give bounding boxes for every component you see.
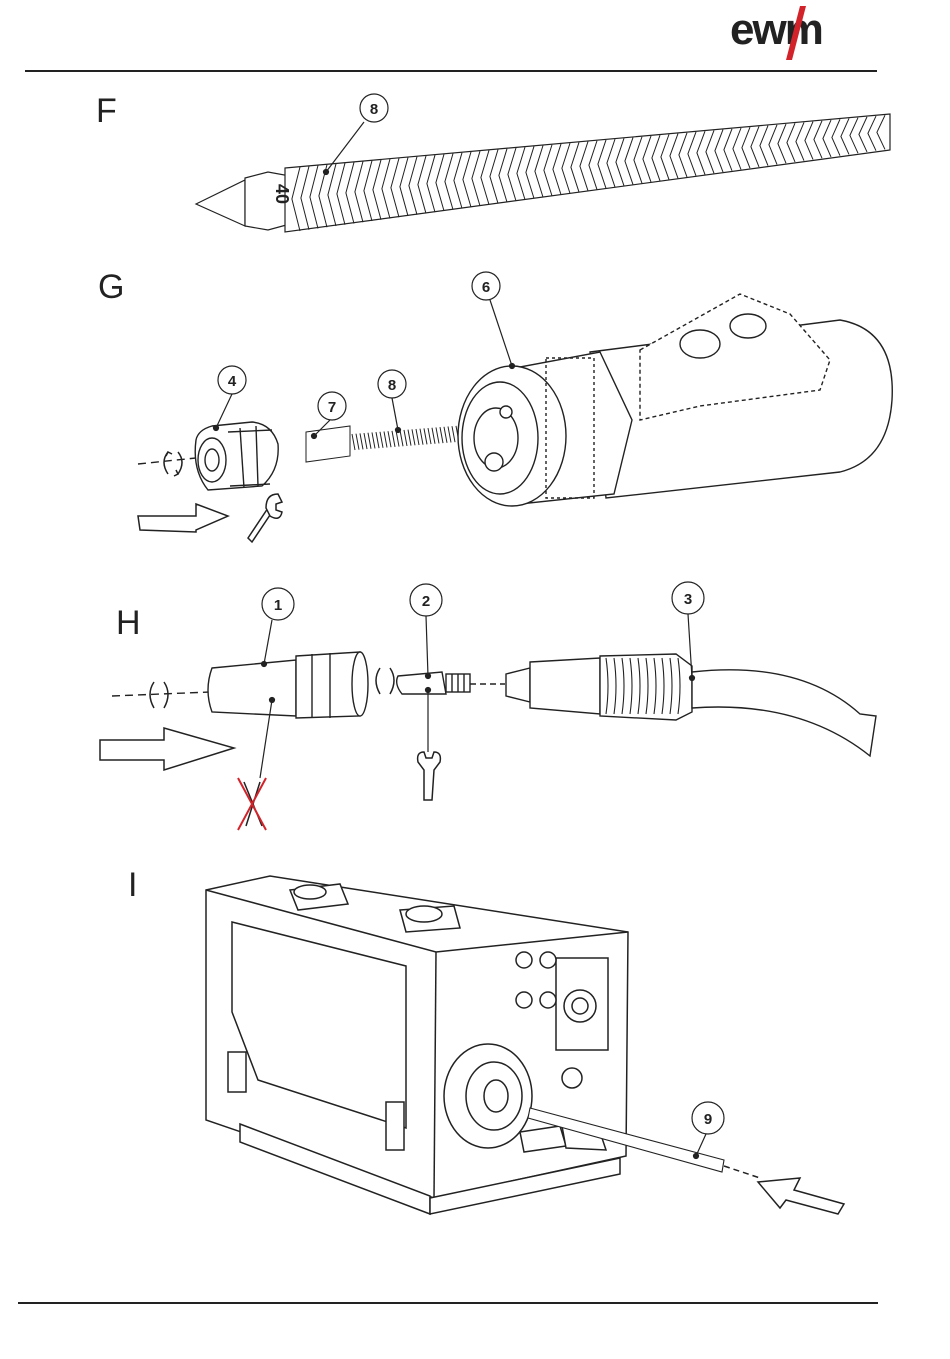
coil-stroke	[380, 432, 383, 448]
svg-text:2: 2	[422, 593, 430, 610]
latch-left	[228, 1052, 246, 1092]
coil-stroke	[420, 429, 423, 445]
coil-stroke	[448, 427, 451, 443]
coil-stroke	[392, 431, 395, 447]
svg-text:6: 6	[482, 279, 490, 296]
top-handle-2	[400, 906, 460, 932]
coil-stroke	[424, 428, 427, 444]
figure-h-assembly	[112, 652, 876, 756]
coil-stroke	[436, 427, 439, 443]
contact-tip	[397, 672, 470, 694]
liner-marking: 40	[272, 184, 292, 204]
torch-body	[458, 294, 892, 506]
callout-h-2: 2	[410, 584, 442, 752]
push-arrow-icon	[758, 1178, 844, 1214]
gas-nozzle	[208, 652, 368, 718]
coil-stroke	[440, 427, 443, 443]
figure-i-wire-feeder	[206, 876, 760, 1214]
coil-stroke	[432, 428, 435, 444]
coil-stroke	[352, 434, 355, 450]
wrench-icon	[418, 752, 441, 800]
liner-body	[285, 114, 890, 232]
coil-stroke	[400, 430, 403, 446]
coil-stroke	[372, 432, 375, 448]
liner-tip	[196, 180, 245, 226]
callout-i-9: 9	[692, 1102, 724, 1159]
clamping-nut	[195, 422, 278, 490]
latch-right	[386, 1102, 404, 1150]
coil-stroke	[364, 433, 367, 449]
svg-text:1: 1	[274, 597, 282, 614]
figure-f-liner	[196, 114, 890, 232]
push-arrow-icon	[100, 728, 234, 770]
svg-text:3: 3	[684, 591, 692, 608]
callout-g-8: 8	[378, 370, 406, 433]
coil-stroke	[384, 432, 387, 448]
small-connector	[562, 1068, 582, 1088]
push-arrow-icon	[138, 504, 228, 532]
coil-stroke	[452, 426, 455, 442]
coil-stroke	[412, 429, 415, 445]
coil-stroke	[428, 428, 431, 444]
svg-text:8: 8	[388, 377, 396, 394]
wrench-icon	[248, 494, 282, 542]
coil-stroke	[408, 430, 411, 446]
svg-text:4: 4	[228, 373, 237, 390]
callout-g-6: 6	[472, 272, 515, 369]
coil-stroke	[404, 430, 407, 446]
liner-sleeve	[306, 426, 350, 462]
coil-stroke	[368, 433, 371, 449]
coil-stroke	[416, 429, 419, 445]
coil-stroke	[388, 431, 391, 447]
crossed-pliers-icon	[238, 778, 266, 830]
svg-text:7: 7	[328, 399, 336, 416]
coil-stroke	[376, 432, 379, 448]
coil-stroke	[360, 433, 363, 449]
liner-marking-text: 40	[272, 184, 292, 204]
rotate-arrows-icon	[164, 452, 182, 476]
axis-line-h	[112, 692, 210, 696]
coil-stroke	[444, 427, 447, 443]
coil-stroke	[356, 434, 359, 450]
figure-g-assembly	[138, 294, 892, 506]
callout-g-4: 4	[214, 366, 247, 431]
svg-text:9: 9	[704, 1111, 712, 1128]
svg-text:8: 8	[370, 101, 378, 118]
